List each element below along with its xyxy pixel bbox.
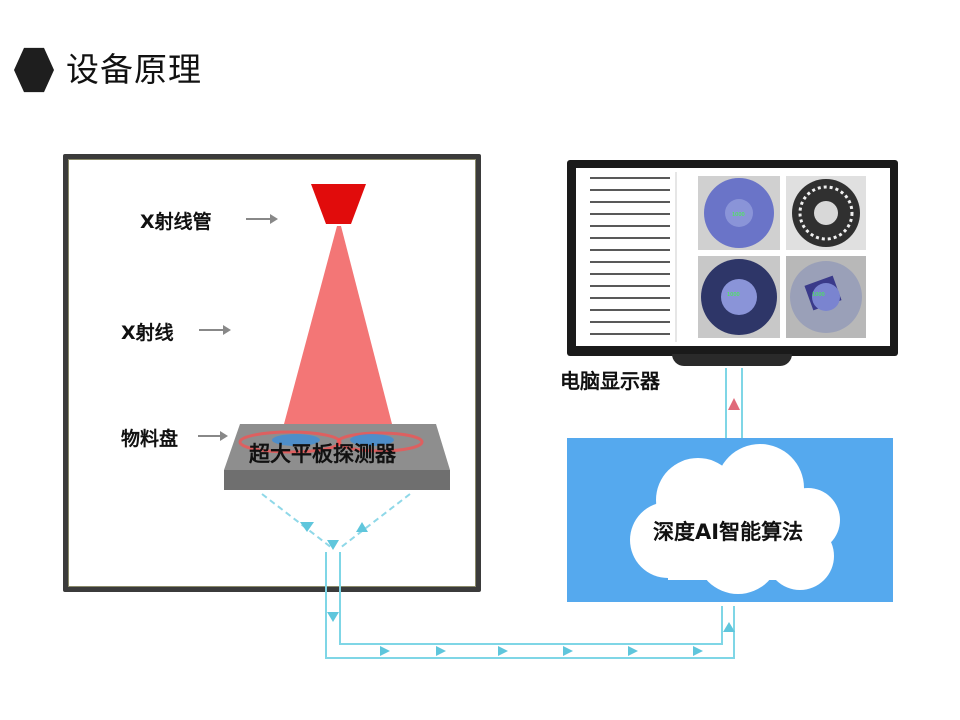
ai-algorithm-label: 深度AI智能算法 [653, 520, 804, 544]
path-arrow-right-2-icon [436, 646, 446, 656]
path-arrow-down-1-icon [327, 612, 339, 622]
flat-panel-detector-label: 超大平板探测器 [249, 442, 396, 466]
path-arrow-right-5-icon [628, 646, 638, 656]
path-arrow-right-6-icon [693, 646, 703, 656]
material-tray-arrow-icon [198, 431, 228, 441]
page-title: 设备原理 [66, 50, 202, 89]
hexagon-bullet-icon [14, 47, 54, 93]
xray-label: X射线 [121, 322, 174, 344]
computer-monitor-label: 电脑显示器 [560, 369, 660, 393]
path-arrow-up-1-icon [723, 622, 735, 632]
path-arrow-right-4-icon [563, 646, 573, 656]
link-arrow-up-red-1-icon [728, 398, 740, 410]
path-arrow-right-3-icon [498, 646, 508, 656]
monitor-stand [672, 354, 792, 366]
xray-tube-label: X射线管 [140, 211, 212, 233]
material-tray-label: 物料盘 [121, 428, 179, 450]
xray-arrow-icon [199, 325, 231, 335]
xray-tube-arrow-icon [246, 214, 278, 224]
path-arrow-right-1-icon [380, 646, 390, 656]
monitor-screen [576, 168, 890, 346]
